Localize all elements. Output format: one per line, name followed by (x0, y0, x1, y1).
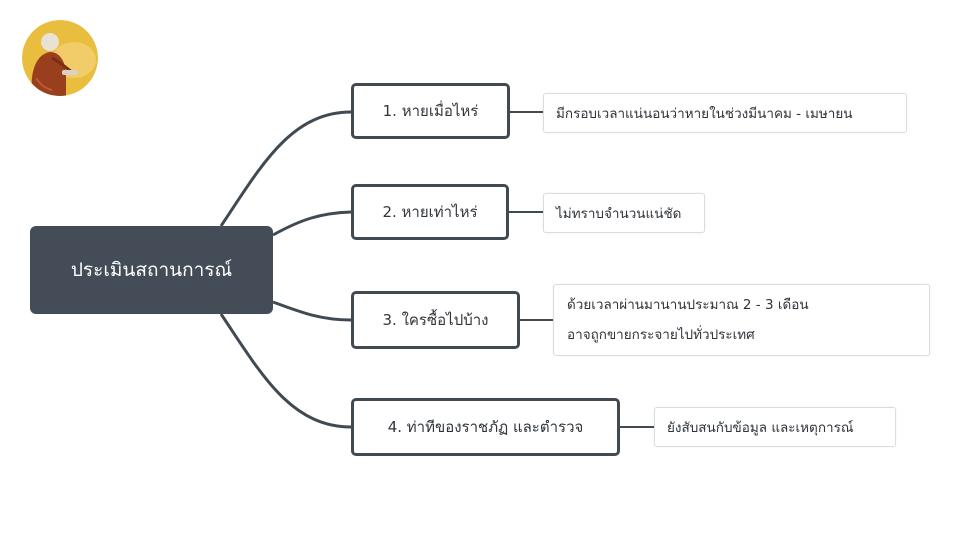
topic-node-3: 3. ใครซื้อไปบ้าง (351, 291, 520, 349)
detail-note-line-2: อาจถูกขายกระจายไปทั่วประเทศ (567, 327, 755, 343)
topic-node-label: 2. หายเท่าไหร่ (382, 203, 478, 221)
topic-node-label: 4. ท่าทีของราชภัฏ และตำรวจ (387, 418, 584, 436)
connector-root-topic-1 (219, 110, 352, 227)
detail-note-text: มีกรอบเวลาแน่นอนว่าหายในช่วงมีนาคม - เมษ… (556, 106, 853, 122)
detail-note-text: ยังสับสนกับข้อมูล และเหตุการณ์ (667, 420, 854, 436)
root-node: ประเมินสถานการณ์ (30, 226, 273, 314)
connector-root-topic-3 (272, 300, 352, 322)
topic-node-4: 4. ท่าทีของราชภัฏ และตำรวจ (351, 398, 620, 456)
connector-root-topic-2 (272, 210, 352, 237)
detail-note-2: ไม่ทราบจำนวนแน่ชัด (543, 193, 705, 233)
monk-avatar-icon (22, 20, 98, 96)
root-node-label: ประเมินสถานการณ์ (70, 259, 233, 281)
detail-note-4: ยังสับสนกับข้อมูล และเหตุการณ์ (654, 407, 896, 447)
topic-node-1: 1. หายเมื่อไหร่ (351, 83, 510, 139)
detail-note-line-1: ด้วยเวลาผ่านมานานประมาณ 2 - 3 เดือน (567, 297, 809, 313)
topic-node-label: 3. ใครซื้อไปบ้าง (382, 311, 489, 329)
detail-note-text: ไม่ทราบจำนวนแน่ชัด (556, 206, 682, 222)
detail-note-3: ด้วยเวลาผ่านมานานประมาณ 2 - 3 เดือน อาจถ… (553, 284, 930, 356)
topic-node-2: 2. หายเท่าไหร่ (351, 184, 509, 240)
connector-root-topic-4 (219, 313, 352, 429)
detail-note-1: มีกรอบเวลาแน่นอนว่าหายในช่วงมีนาคม - เมษ… (543, 93, 907, 133)
topic-node-label: 1. หายเมื่อไหร่ (382, 102, 479, 120)
